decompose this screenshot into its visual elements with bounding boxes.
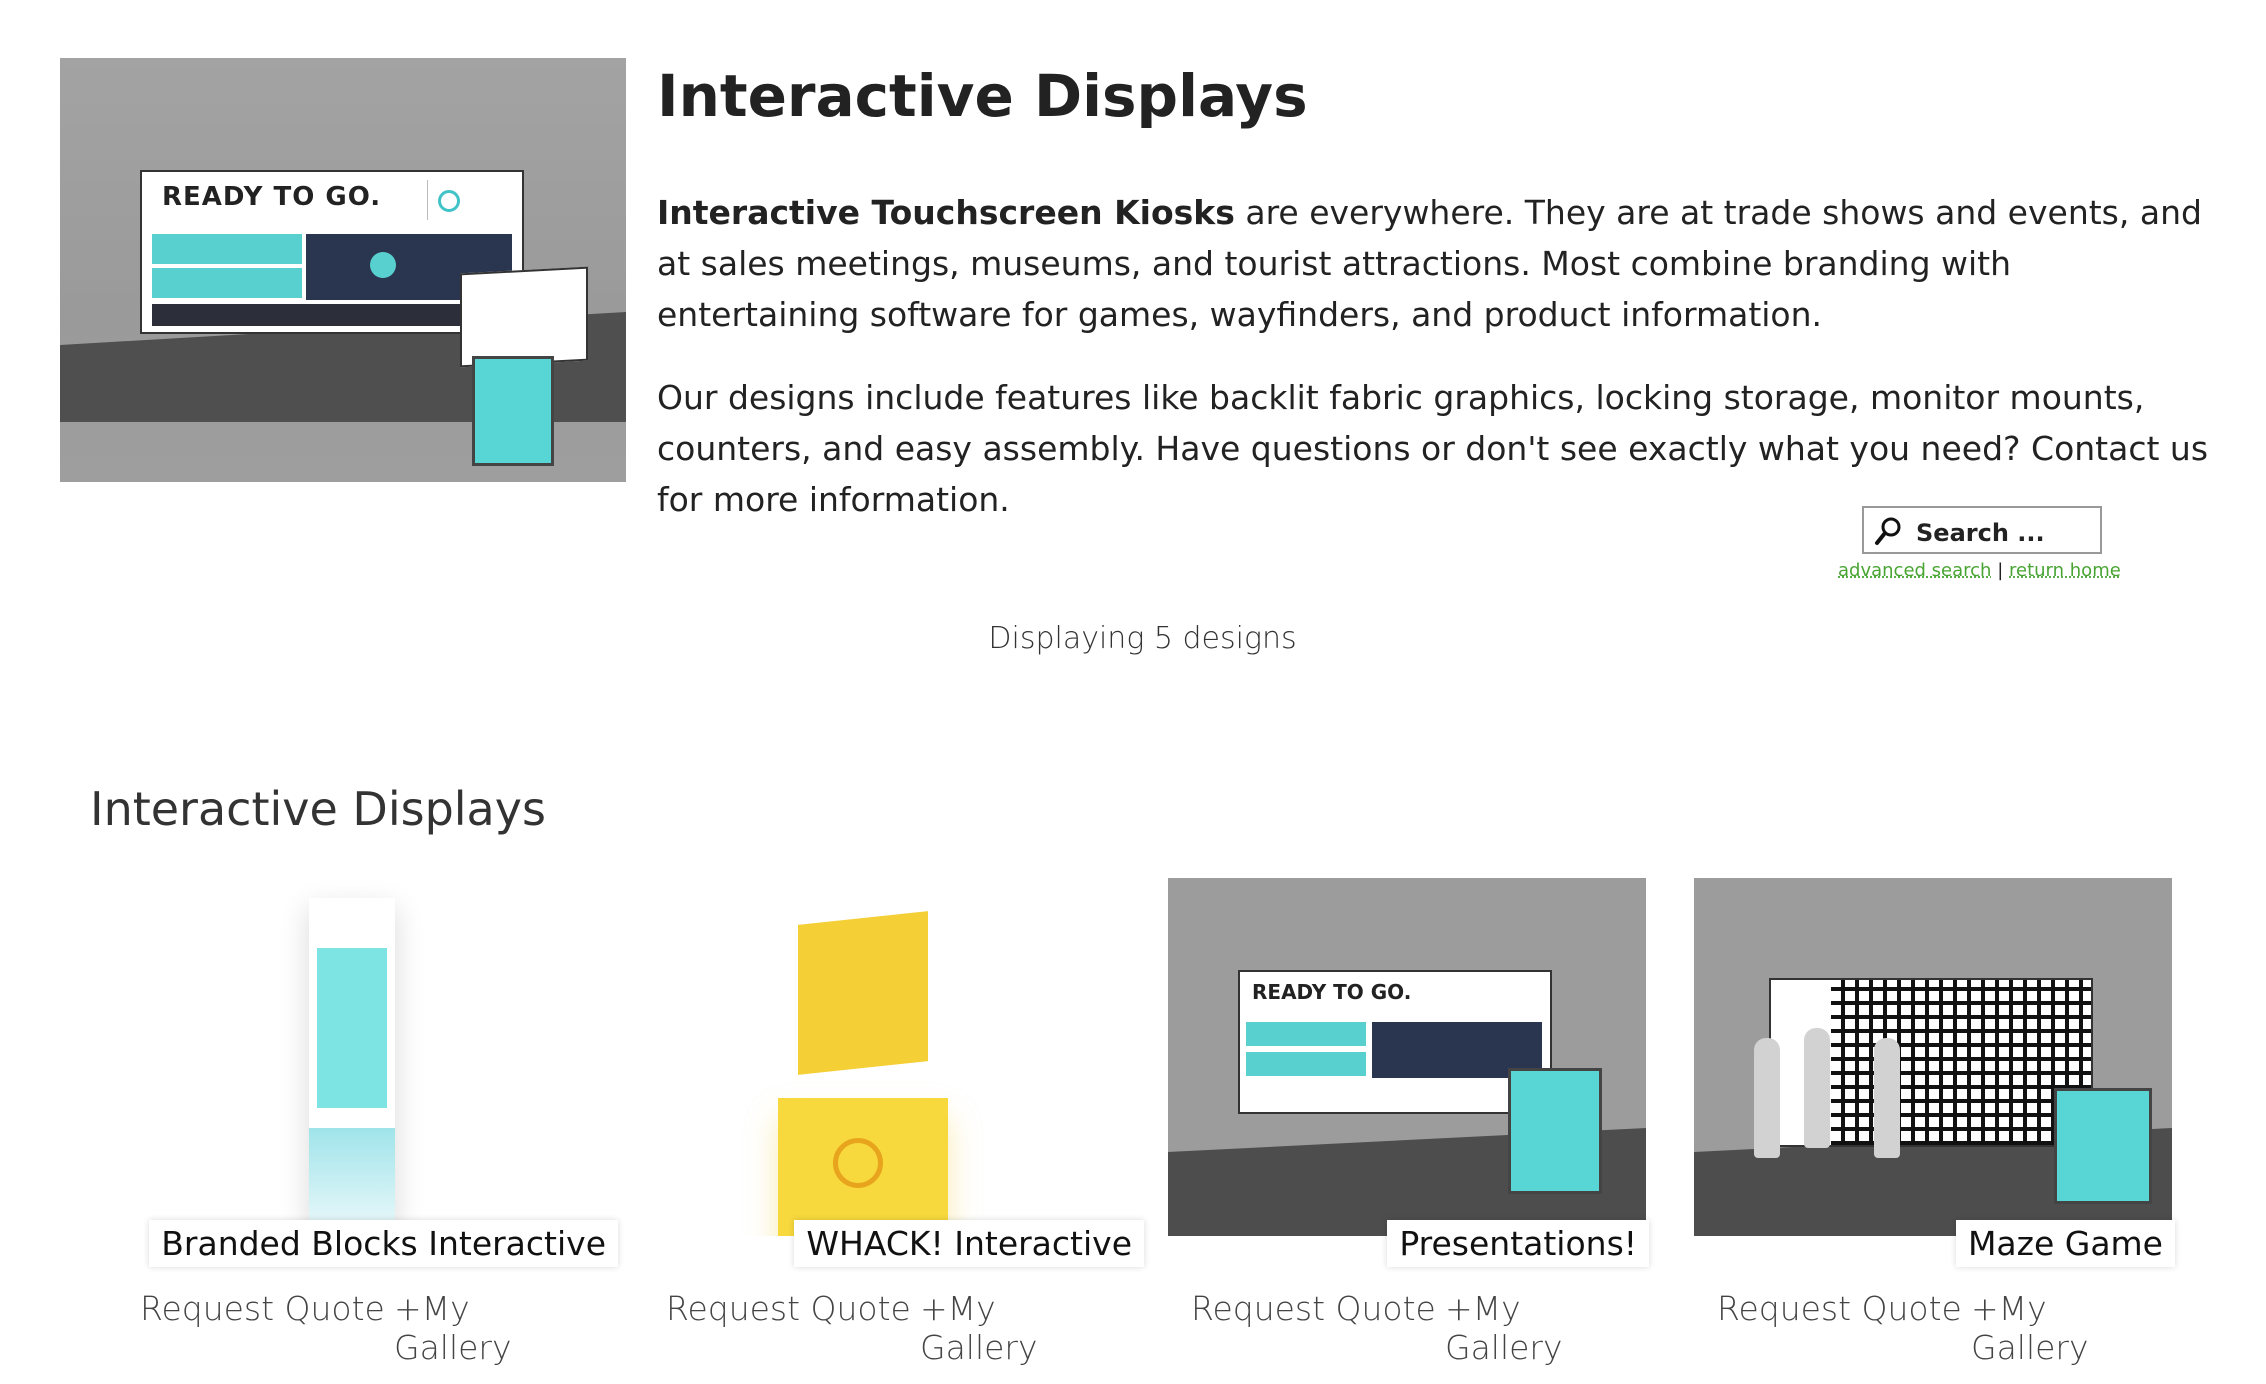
design-caption[interactable]: Presentations! (1387, 1220, 1649, 1267)
kiosk-screen (460, 266, 588, 368)
section-title: Interactive Displays (90, 782, 546, 836)
design-card[interactable]: Branded Blocks Interactive Request Quote… (117, 878, 618, 1367)
graphic-band (152, 234, 302, 264)
kiosk-render (778, 911, 948, 1236)
results-count: Displaying 5 designs (988, 621, 1297, 656)
design-thumbnail[interactable] (1694, 878, 2172, 1236)
graphic-strip (152, 304, 512, 326)
design-caption[interactable]: Maze Game (1955, 1220, 2175, 1267)
request-quote-link[interactable]: Request Quote (1191, 1289, 1436, 1328)
request-quote-link[interactable]: Request Quote (1717, 1289, 1962, 1328)
graphic-band (152, 268, 302, 298)
design-thumbnail[interactable]: READY TO GO. (1168, 878, 1646, 1236)
page-title: Interactive Displays (657, 62, 1308, 130)
design-card[interactable]: READY TO GO. Presentations! Request Quot… (1168, 878, 1649, 1367)
backwall-graphic: READY TO GO. (140, 170, 524, 334)
search-links: advanced search | return home (1838, 560, 2121, 581)
design-card[interactable]: WHACK! Interactive Request Quote +My Gal… (643, 878, 1144, 1367)
add-gallery-link[interactable]: +My Gallery (394, 1289, 512, 1367)
kiosk-render (309, 898, 395, 1228)
backwall-graphic: READY TO GO. (1238, 970, 1552, 1114)
kiosk-render (1508, 1068, 1602, 1194)
intro-text: are everywhere. They are at trade shows … (657, 193, 2202, 334)
advanced-search-link[interactable]: advanced search (1838, 560, 1992, 581)
search-placeholder: Search ... (1916, 519, 2045, 547)
add-gallery-link[interactable]: +My Gallery (920, 1289, 1038, 1367)
hero-image: READY TO GO. (60, 58, 626, 482)
request-quote-link[interactable]: Request Quote (666, 1289, 911, 1328)
optimize-logo (427, 180, 510, 220)
design-card[interactable]: Maze Game Request Quote +My Gallery (1694, 878, 2175, 1367)
backwall-headline: READY TO GO. (162, 182, 382, 212)
search-icon (1875, 517, 1901, 545)
design-thumbnail[interactable] (643, 878, 1121, 1236)
add-gallery-link[interactable]: +My Gallery (1971, 1289, 2089, 1367)
backwall-headline: READY TO GO. (1252, 980, 1412, 1004)
design-caption[interactable]: WHACK! Interactive (794, 1220, 1144, 1267)
search-input[interactable]: Search ... (1862, 506, 2102, 554)
intro-bold: Interactive Touchscreen Kiosks (657, 193, 1235, 232)
kiosk-counter (472, 356, 554, 466)
kiosk-render (2054, 1088, 2152, 1204)
play-icon (370, 252, 396, 278)
request-quote-link[interactable]: Request Quote (140, 1289, 385, 1328)
design-caption[interactable]: Branded Blocks Interactive (149, 1220, 618, 1267)
design-thumbnail[interactable] (117, 878, 595, 1236)
return-home-link[interactable]: return home (2009, 560, 2121, 581)
features-paragraph: Our designs include features like backli… (657, 378, 2209, 519)
link-separator: | (1997, 560, 2004, 581)
intro-paragraph: Interactive Touchscreen Kiosks are every… (657, 187, 2217, 340)
add-gallery-link[interactable]: +My Gallery (1445, 1289, 1563, 1367)
